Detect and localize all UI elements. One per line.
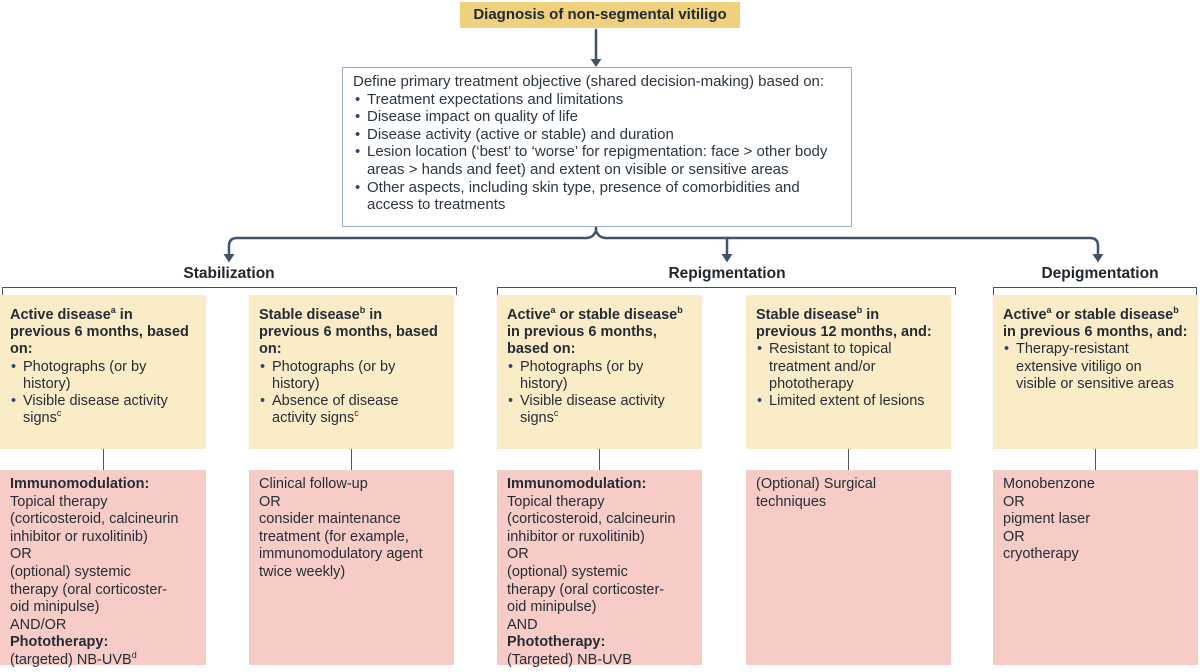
arrowhead-depigmentation xyxy=(1092,254,1104,263)
branch-label-stabilization: Stabilization xyxy=(183,265,275,282)
criteria-treatment-connector xyxy=(102,449,104,470)
branch-label-repigmentation: Repigmentation xyxy=(668,265,786,282)
diagnosis-box: Diagnosis of non-segmental vitiligo xyxy=(460,2,740,28)
group-bracket-depigmentation xyxy=(993,287,1197,295)
criteria-treatment-connector xyxy=(598,449,600,470)
objective-bullet-list: Treatment expectations and limitations D… xyxy=(353,91,841,214)
objective-title: Define primary treatment objective (shar… xyxy=(353,73,825,90)
branch-label-depigmentation: Depigmentation xyxy=(1041,265,1159,282)
arrowhead-objective xyxy=(590,59,602,67)
objective-bullet-text: Treatment expectations and limitations xyxy=(367,90,624,108)
brace xyxy=(227,229,1100,257)
objective-bullet-text: Disease activity (active or stable) and … xyxy=(367,125,674,143)
objective-bullet: Lesion location (‘best’ to ‘worse’ for r… xyxy=(353,143,841,178)
treatment-box-immunomodulation-2: Immunomodulation:Topical therapy(cortico… xyxy=(497,470,702,668)
criteria-treatment-connector xyxy=(350,449,352,470)
objective-bullet-text: Disease impact on quality of life xyxy=(367,108,578,126)
criteria-treatment-connector xyxy=(1094,449,1096,470)
objective-box: Define primary treatment objective (shar… xyxy=(342,67,852,227)
objective-bullet-text: Lesion location (‘best’ to ‘worse’ for r… xyxy=(367,143,828,178)
treatment-box-immunomodulation-1: Immunomodulation:Topical therapy(cortico… xyxy=(0,470,206,668)
group-bracket-stabilization xyxy=(2,287,457,295)
arrowhead-repigmentation xyxy=(721,254,733,263)
objective-bullet: Treatment expectations and limitations xyxy=(353,91,841,109)
criteria-bullet: Limited extent of lesions xyxy=(756,393,943,410)
group-bracket-repigmentation xyxy=(497,287,956,295)
objective-bullet: Disease activity (active or stable) and … xyxy=(353,126,841,144)
arrowhead-stabilization xyxy=(223,254,235,263)
objective-bullet-text: Other aspects, including skin type, pres… xyxy=(367,178,800,214)
criteria-bullet-text: Limited extent of lesions xyxy=(769,393,925,410)
objective-bullet: Other aspects, including skin type, pres… xyxy=(353,179,841,214)
objective-bullet: Disease impact on quality of life xyxy=(353,108,841,126)
criteria-treatment-connector xyxy=(847,449,849,470)
